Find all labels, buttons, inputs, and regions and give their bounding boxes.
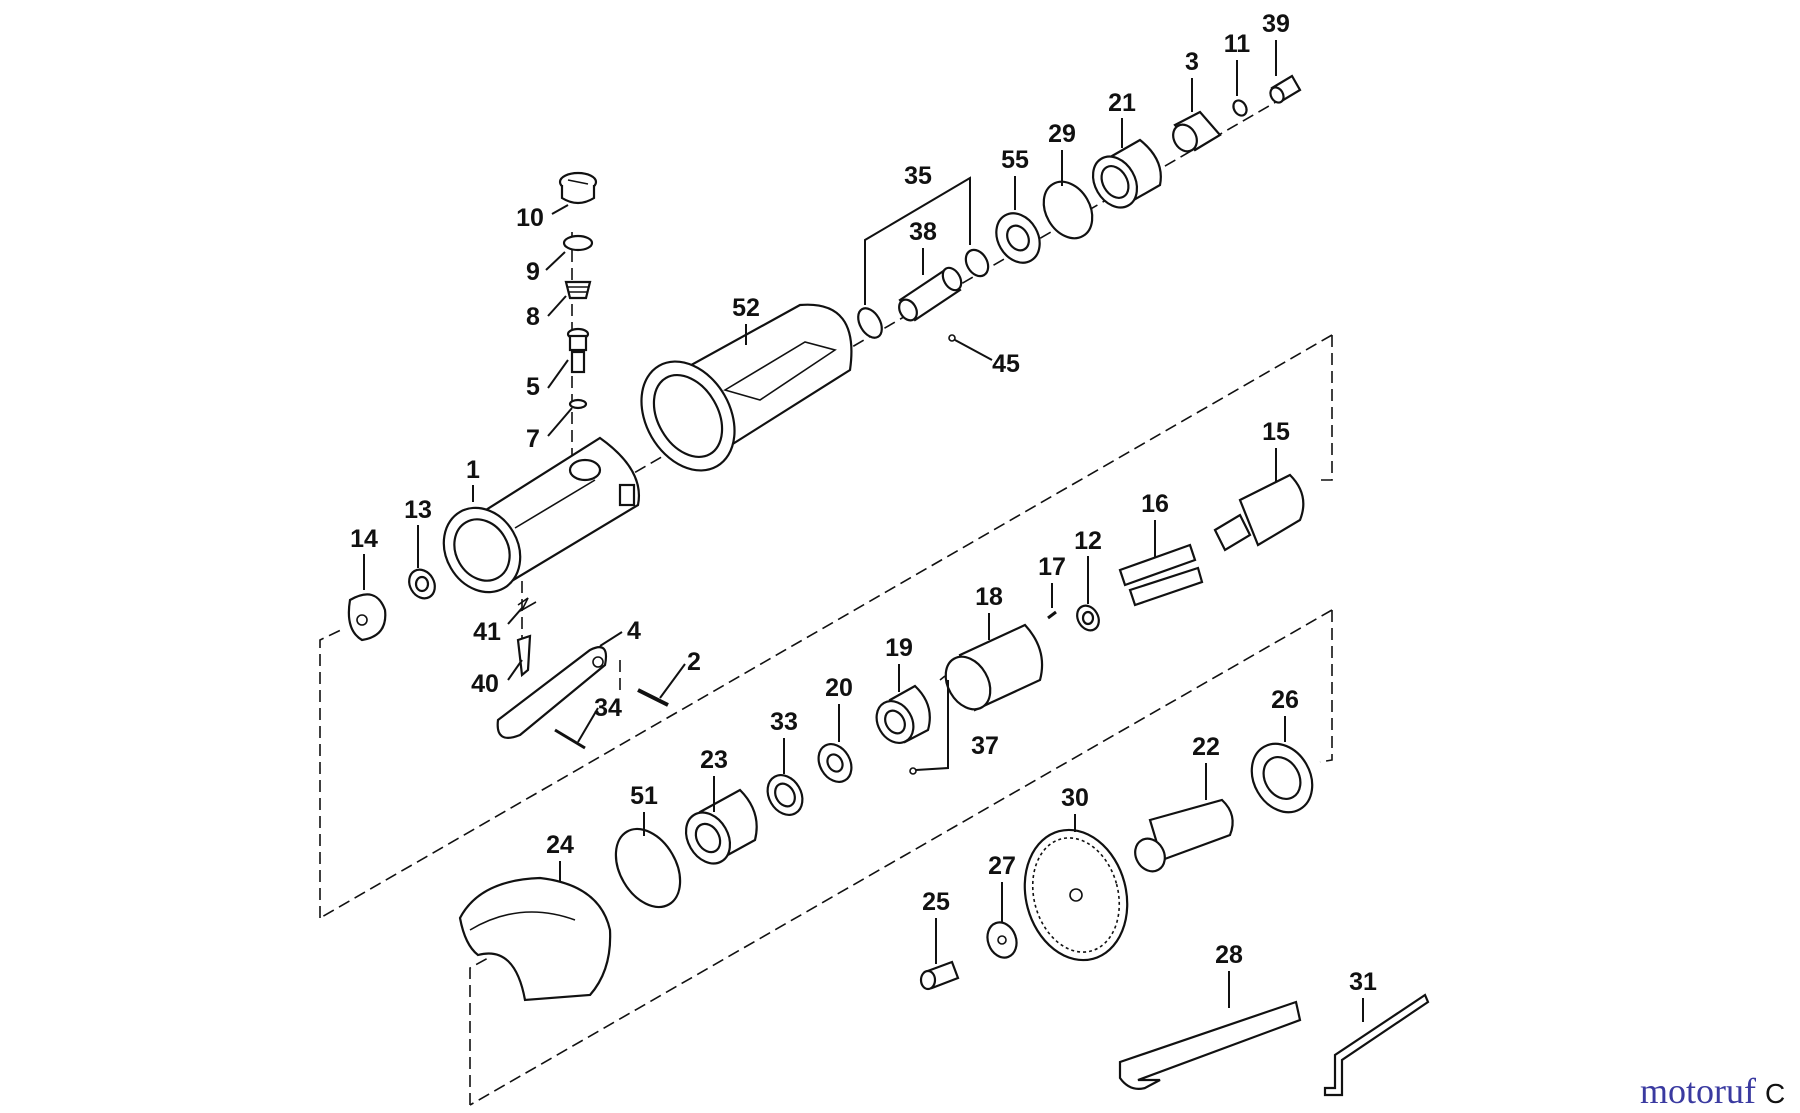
part-label-29: 29	[1048, 120, 1076, 148]
part-8-spring	[564, 280, 592, 300]
part-label-11: 11	[1224, 30, 1251, 58]
part-label-41: 41	[473, 618, 501, 646]
part-label-13: 13	[404, 496, 432, 524]
part-label-38: 38	[909, 218, 937, 246]
part-22-arbor	[1134, 798, 1234, 873]
part-24-guard	[458, 876, 612, 1002]
part-10-plug-screw	[558, 171, 598, 205]
part-23-threaded-ring	[684, 788, 758, 865]
part-label-26: 26	[1271, 686, 1299, 714]
part-label-33: 33	[770, 708, 798, 736]
leader-lines	[363, 40, 1364, 1022]
part-label-23: 23	[700, 746, 728, 774]
part-9-o-ring	[562, 234, 594, 252]
part-label-34: 34	[594, 694, 622, 722]
part-1-housing	[442, 436, 640, 594]
part-label-52: 52	[732, 294, 760, 322]
part-17-pin	[1047, 610, 1057, 620]
part-19-end-plate	[875, 684, 931, 744]
part-25-screw	[919, 960, 960, 991]
part-7-washer	[568, 398, 588, 410]
part-11-ring	[1232, 99, 1248, 117]
part-21-knurled-nut	[1091, 138, 1162, 209]
part-55-washer	[995, 212, 1041, 264]
part-39-screw	[1269, 74, 1302, 104]
part-16-vanes	[1118, 543, 1204, 607]
part-label-7: 7	[526, 425, 540, 453]
part-label-35: 35	[904, 162, 932, 190]
part-15-rotor	[1213, 473, 1305, 552]
assembly-guide-lines	[319, 87, 1333, 1106]
part-label-40: 40	[471, 670, 499, 698]
part-label-22: 22	[1192, 733, 1220, 761]
part-label-30: 30	[1061, 784, 1089, 812]
part-label-1: 1	[466, 456, 480, 484]
part-label-31: 31	[1349, 968, 1377, 996]
part-label-25: 25	[922, 888, 950, 916]
part-5-valve	[566, 327, 590, 374]
part-label-15: 15	[1262, 418, 1290, 446]
part-18-cylinder	[944, 623, 1044, 712]
part-13-bearing	[408, 568, 436, 600]
part-label-16: 16	[1141, 490, 1169, 518]
part-27-washer	[986, 921, 1018, 959]
part-40-pin	[516, 634, 532, 678]
part-label-2: 2	[687, 648, 701, 676]
part-label-19: 19	[885, 634, 913, 662]
part-label-45: 45	[992, 350, 1020, 378]
part-34-pin	[554, 728, 586, 750]
part-label-51: 51	[630, 782, 658, 810]
part-label-3: 3	[1185, 48, 1199, 76]
watermark: motoruf C	[1640, 1070, 1785, 1112]
part-30-cutoff-disc	[1023, 828, 1129, 962]
part-label-37: 37	[971, 732, 999, 760]
part-label-17: 17	[1038, 553, 1066, 581]
part-38-nipple	[898, 266, 963, 322]
part-label-21: 21	[1108, 89, 1136, 117]
part-12-bearing	[1076, 604, 1100, 632]
part-label-24: 24	[546, 831, 574, 859]
part-45-ball	[948, 334, 956, 342]
part-3-collet	[1172, 110, 1222, 153]
part-52-grip-sleeve	[640, 303, 853, 472]
part-2-pin	[637, 688, 669, 707]
part-14-end-plate	[347, 593, 387, 642]
watermark-brand: motoruf	[1640, 1071, 1756, 1111]
watermark-mark: C	[1764, 1078, 1786, 1109]
part-label-28: 28	[1215, 941, 1243, 969]
part-label-55: 55	[1001, 146, 1029, 174]
part-label-12: 12	[1074, 527, 1102, 555]
part-label-4: 4	[627, 617, 641, 645]
part-label-18: 18	[975, 583, 1003, 611]
part-label-39: 39	[1262, 10, 1290, 38]
part-37-pin-b	[909, 767, 917, 775]
part-37-pin	[939, 675, 946, 681]
part-label-14: 14	[350, 525, 378, 553]
part-28-spanner	[1118, 1000, 1302, 1090]
part-51-ring	[614, 827, 682, 909]
part-35-o-ring-b	[964, 248, 990, 278]
part-label-20: 20	[825, 674, 853, 702]
part-41-spring	[517, 597, 537, 613]
part-label-9: 9	[526, 258, 540, 286]
part-33-washer	[766, 774, 804, 816]
part-31-hex-key	[1323, 993, 1430, 1097]
part-label-8: 8	[526, 303, 540, 331]
part-29-o-ring	[1042, 180, 1094, 240]
part-label-10: 10	[516, 204, 544, 232]
part-20-bearing	[817, 743, 853, 783]
part-label-27: 27	[988, 852, 1016, 880]
part-26-nut	[1250, 742, 1314, 814]
part-4-lever	[496, 646, 608, 739]
part-label-5: 5	[526, 373, 540, 401]
part-35-o-ring-a	[857, 307, 883, 339]
